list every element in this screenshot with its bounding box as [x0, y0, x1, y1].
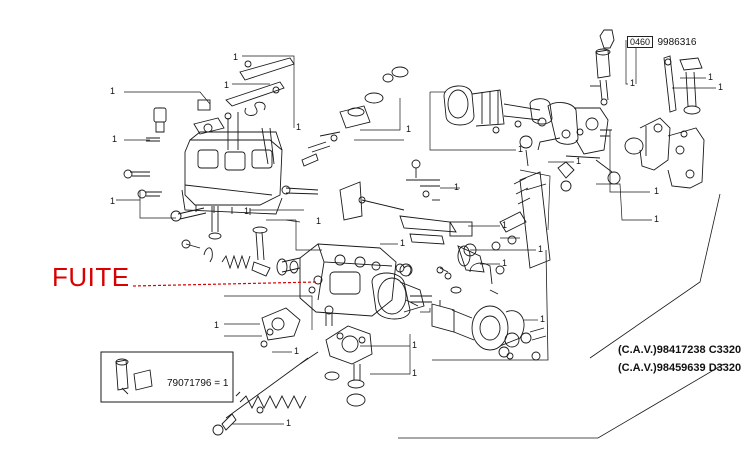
callout-qty: 1 [654, 214, 660, 224]
callout-qty: 1 [296, 122, 302, 132]
callout-qty: 1 [630, 78, 636, 88]
code-box-label: 0460 9986316 [627, 32, 696, 50]
callout-qty: 1 [244, 206, 250, 216]
callout-qty: 1 [502, 258, 508, 268]
callout-qty: 1 [718, 82, 724, 92]
callout-qty: 1 [538, 244, 544, 254]
callout-qty: 1 [294, 346, 300, 356]
callout-qty: 1 [412, 340, 418, 350]
callout-qty: 1 [454, 182, 460, 192]
callout-qty: 1 [412, 368, 418, 378]
cav-line-2: (C.A.V.)98459639 D3320 [618, 362, 742, 374]
callout-qty: 1 [400, 238, 406, 248]
inset-box [100, 351, 234, 403]
callout-qty: 1 [518, 144, 524, 154]
centre-small-parts [281, 66, 531, 360]
callout-qty: 1 [654, 186, 660, 196]
code-box: 0460 [627, 36, 654, 48]
callout-leaders [116, 40, 716, 425]
lower-feed-assembly [212, 305, 373, 436]
callout-qty: 1 [286, 418, 292, 428]
pump-body [276, 243, 432, 320]
callout-qty: 1 [406, 124, 412, 134]
right-bracket [519, 171, 551, 269]
callout-qty: 1 [110, 196, 116, 206]
inset-caption: 79071796 = 1 [167, 378, 229, 389]
callout-qty: 1 [233, 52, 239, 62]
cav-line-1: (C.A.V.)98417238 C3320 [618, 344, 742, 356]
callout-qty: 1 [316, 216, 322, 226]
cam-ring-assembly [431, 243, 547, 361]
frame-lines [285, 193, 725, 439]
part-number: 9986316 [657, 37, 697, 48]
leak-label: FUITE [52, 262, 130, 292]
outlet-assembly [590, 29, 705, 189]
callout-qty: 1 [214, 320, 220, 330]
callout-qty: 1 [576, 156, 582, 166]
callout-qty: 1 [110, 86, 116, 96]
callout-qty: 1 [112, 134, 118, 144]
spring-assembly [181, 226, 271, 277]
left-fasteners [123, 169, 222, 240]
callout-qty: 1 [502, 220, 508, 230]
callout-qty: 1 [224, 80, 230, 90]
leak-indicator-line [132, 281, 317, 287]
callout-qty: 1 [540, 314, 546, 324]
callout-qty: 1 [708, 72, 714, 82]
drive-shaft-assembly [443, 85, 621, 192]
governor-cover-assembly [146, 57, 295, 215]
